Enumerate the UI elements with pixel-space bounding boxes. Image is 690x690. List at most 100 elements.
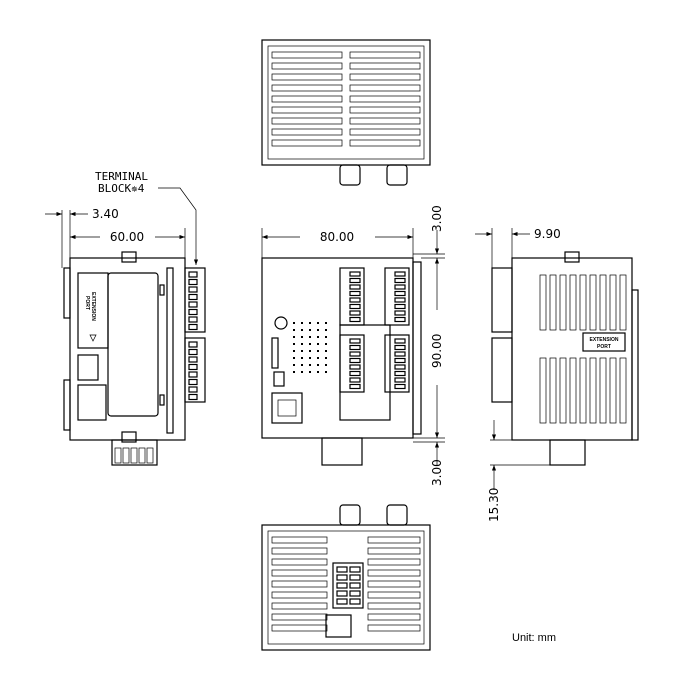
drawing-detail [138, 447, 146, 464]
extension-port-label-box [582, 332, 626, 352]
drawing-detail [619, 357, 627, 424]
svg-text:3.00: 3.00 [430, 205, 444, 232]
drawing-detail [609, 357, 617, 424]
drawing-detail [367, 569, 421, 577]
drawing-detail [293, 336, 295, 338]
drawing-detail [271, 602, 328, 610]
drawing-detail [146, 447, 154, 464]
drawing-detail [293, 343, 295, 345]
drawing-detail [579, 274, 587, 331]
drawing-detail [309, 350, 311, 352]
drawing-detail [309, 322, 311, 324]
drawing-detail [271, 128, 343, 136]
drawing-detail [301, 329, 303, 331]
drawing-detail [271, 84, 343, 92]
drawing-detail [188, 356, 198, 363]
drawing-detail [367, 602, 421, 610]
drawing-detail [394, 316, 406, 323]
drawing-detail [394, 271, 406, 277]
drawing-detail [394, 377, 406, 383]
drawing-detail [349, 338, 361, 344]
drawing-detail [309, 336, 311, 338]
terminal-block [491, 267, 513, 333]
drawing-detail [349, 344, 361, 351]
rotary-switch [274, 316, 288, 330]
drawing-detail [579, 357, 587, 424]
drawing-detail [301, 357, 303, 359]
svg-text:3.00: 3.00 [430, 459, 444, 486]
drawing-detail [394, 344, 406, 351]
terminal-block [339, 334, 365, 393]
drawing-detail [349, 566, 361, 573]
bottom-view [261, 504, 431, 651]
drawing-detail [188, 308, 198, 316]
terminal-block [384, 334, 410, 393]
drawing-detail [271, 73, 343, 81]
drawing-detail [271, 569, 328, 577]
drawing-detail [394, 297, 406, 303]
drawing-detail [367, 547, 421, 555]
right-side-view: EXTENSION PORT [491, 251, 639, 466]
svg-text:3.40: 3.40 [92, 207, 119, 221]
bottom-connector [321, 437, 363, 466]
drawing-detail [394, 383, 406, 390]
bottom-connector [111, 439, 158, 466]
front-view [261, 257, 422, 466]
drawing-detail [271, 624, 328, 632]
ethernet-port [271, 392, 303, 424]
drawing-detail [325, 350, 327, 352]
drawing-detail [349, 297, 361, 303]
drawing-detail [589, 274, 597, 331]
drawing-detail [589, 357, 597, 424]
drawing-detail [293, 322, 295, 324]
drawing-detail [336, 566, 348, 573]
svg-text:BLOCK✵4: BLOCK✵4 [98, 182, 145, 195]
drawing-detail [309, 357, 311, 359]
drawing-detail [349, 106, 421, 114]
drawing-detail [301, 322, 303, 324]
drawing-detail [271, 580, 328, 588]
drawing-detail [349, 290, 361, 297]
drawing-detail [114, 447, 122, 464]
drawing-detail [317, 357, 319, 359]
drawing-detail [394, 364, 406, 370]
drawing-detail [188, 348, 198, 356]
drawing-detail [349, 95, 421, 103]
drawing-detail [549, 357, 557, 424]
drawing-detail [349, 310, 361, 316]
drawing-detail [309, 364, 311, 366]
drawing-detail [317, 343, 319, 345]
drawing-detail [309, 343, 311, 345]
drawing-detail [188, 301, 198, 308]
drawing-detail [394, 284, 406, 290]
drawing-detail [349, 284, 361, 290]
drawing-detail [317, 336, 319, 338]
drawing-detail [271, 117, 343, 125]
terminal-block [339, 267, 365, 326]
drawing-detail [349, 62, 421, 70]
drawing-detail [349, 117, 421, 125]
left-side-view: EXTENSION PORT TERMINAL BLOCK✵4 [63, 170, 206, 466]
drawing-detail [336, 598, 348, 605]
drawing-detail [349, 51, 421, 59]
dip-switch-block [332, 562, 364, 609]
drawing-detail [349, 303, 361, 310]
drawing-detail [301, 336, 303, 338]
drawing-detail [619, 274, 627, 331]
drawing-detail [301, 350, 303, 352]
drawing-detail [325, 343, 327, 345]
drawing-detail [188, 293, 198, 301]
svg-text:15.30: 15.30 [487, 488, 501, 522]
drawing-detail [539, 357, 547, 424]
drawing-detail [293, 357, 295, 359]
drawing-detail [309, 329, 311, 331]
drawing-detail [325, 336, 327, 338]
svg-text:80.00: 80.00 [320, 230, 354, 244]
drawing-detail [188, 286, 198, 293]
drawing-detail [325, 322, 327, 324]
drawing-detail [301, 371, 303, 373]
drawing-detail [317, 322, 319, 324]
top-connector-right [386, 164, 408, 186]
drawing-detail [349, 598, 361, 605]
drawing-detail [271, 613, 328, 621]
